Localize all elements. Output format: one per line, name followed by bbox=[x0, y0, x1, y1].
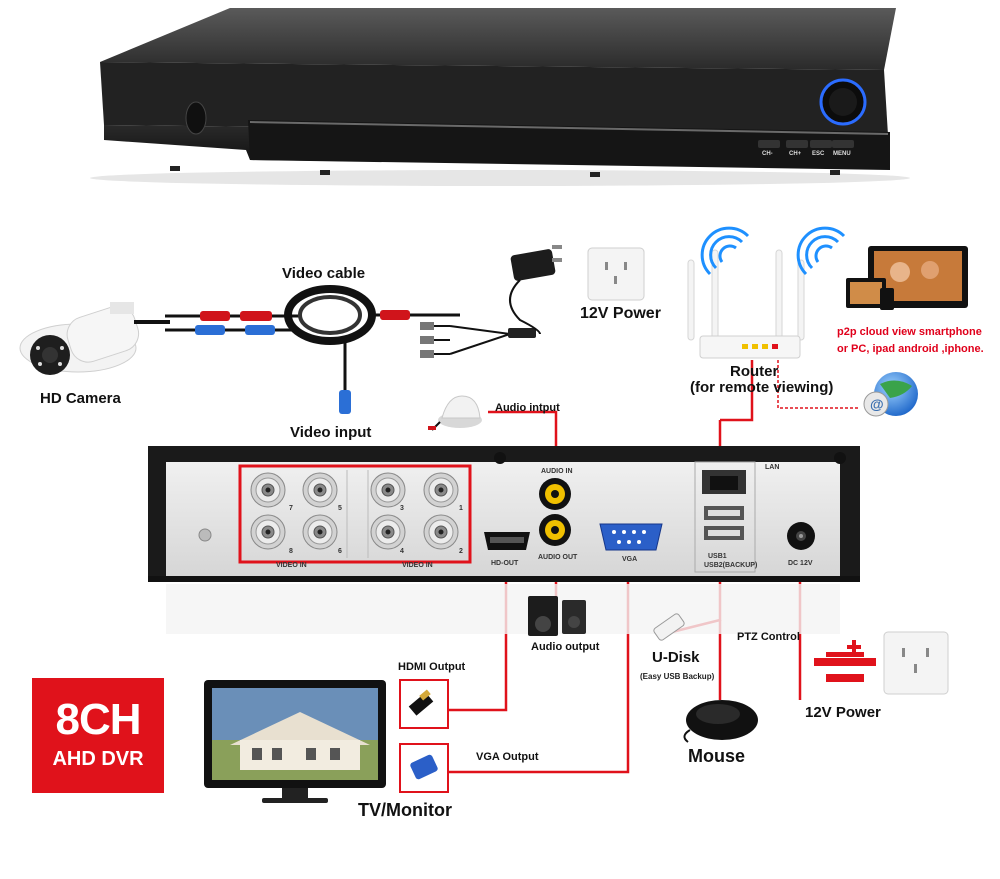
panel-video-in-left: VIDEO IN bbox=[276, 562, 307, 569]
audio-rca-ports bbox=[539, 478, 571, 546]
panel-usb2: USB2(BACKUP) bbox=[704, 562, 758, 569]
bnc-connector bbox=[423, 472, 459, 508]
panel-dc12v: DC 12V bbox=[788, 560, 813, 567]
label-video-input: Video input bbox=[290, 424, 372, 441]
badge-line1: 8CH bbox=[55, 695, 141, 744]
panel-ch-5: 5 bbox=[338, 505, 342, 512]
usb-disk bbox=[653, 613, 685, 641]
panel-video-in-right: VIDEO IN bbox=[402, 562, 433, 569]
wall-outlet-bottom bbox=[883, 631, 949, 695]
power-adapter bbox=[509, 245, 562, 335]
tv-monitor bbox=[204, 680, 386, 803]
front-button-esc: ESC bbox=[812, 151, 825, 157]
hdmi-port bbox=[484, 532, 530, 550]
dvr-front-unit bbox=[90, 8, 910, 186]
speakers bbox=[528, 596, 586, 636]
label-audio-input: Audio intput bbox=[495, 402, 560, 414]
label-mouse: Mouse bbox=[688, 746, 746, 766]
panel-ch-7: 7 bbox=[289, 505, 293, 512]
bnc-connector bbox=[302, 514, 338, 550]
label-video-cable: Video cable bbox=[282, 265, 366, 282]
vga-port bbox=[599, 523, 663, 551]
label-vga-output: VGA Output bbox=[476, 751, 539, 763]
label-udisk-sub: (Easy USB Backup) bbox=[640, 672, 715, 681]
bnc-connector bbox=[302, 472, 338, 508]
bnc-connector bbox=[423, 514, 459, 550]
label-p2p-line1: p2p cloud view smartphone bbox=[837, 326, 982, 338]
video-cable bbox=[165, 285, 536, 414]
bnc-connector bbox=[370, 472, 406, 508]
router bbox=[687, 226, 846, 359]
panel-ch-2: 2 bbox=[459, 548, 463, 555]
vga-cable bbox=[399, 743, 449, 793]
mouse bbox=[683, 700, 758, 743]
front-button-ch-plus: CH+ bbox=[789, 151, 802, 157]
front-button-menu: MENU bbox=[833, 151, 851, 157]
dc-power-jack bbox=[787, 522, 815, 550]
label-hdmi-output: HDMI Output bbox=[398, 661, 466, 673]
panel-usb1: USB1 bbox=[708, 553, 727, 560]
panel-ch-3: 3 bbox=[400, 505, 404, 512]
hd-camera bbox=[19, 302, 170, 375]
panel-ch-8: 8 bbox=[289, 548, 293, 555]
panel-vga: VGA bbox=[622, 556, 638, 563]
audio-input-mic bbox=[428, 395, 482, 431]
product-badge: 8CH AHD DVR bbox=[32, 678, 164, 793]
dvr-rear-panel bbox=[148, 446, 860, 634]
bnc-connectors bbox=[250, 472, 459, 550]
internet-globe: @ bbox=[863, 372, 918, 417]
panel-ch-6: 6 bbox=[338, 548, 342, 555]
panel-audio-out: AUDIO OUT bbox=[538, 554, 578, 561]
bnc-connector bbox=[370, 514, 406, 550]
panel-hd-out: HD-OUT bbox=[491, 560, 519, 567]
label-router: Router bbox=[730, 363, 779, 380]
bnc-connector bbox=[250, 514, 286, 550]
hdmi-cable bbox=[399, 679, 449, 729]
bnc-connector bbox=[250, 472, 286, 508]
label-p2p-line2: or PC, ipad android ,iphone. bbox=[837, 343, 984, 355]
label-12v-power-bottom: 12V Power bbox=[805, 704, 881, 721]
lan-usb-block bbox=[694, 461, 756, 573]
remote-devices bbox=[846, 246, 968, 310]
dc-power-symbol bbox=[814, 640, 876, 682]
svg-text:@: @ bbox=[870, 396, 884, 412]
panel-ch-4: 4 bbox=[400, 548, 404, 555]
wall-outlet-top bbox=[587, 247, 645, 301]
label-hd-camera: HD Camera bbox=[40, 390, 121, 407]
panel-ch-1: 1 bbox=[459, 505, 463, 512]
badge-line2: AHD DVR bbox=[52, 748, 144, 770]
label-12v-power-top: 12V Power bbox=[580, 305, 661, 322]
front-button-ch-minus: CH- bbox=[762, 151, 773, 157]
panel-lan: LAN bbox=[765, 464, 780, 471]
label-ptz-control: PTZ Control bbox=[737, 631, 800, 643]
label-router-sub: (for remote viewing) bbox=[690, 379, 834, 396]
label-tv-monitor: TV/Monitor bbox=[358, 800, 452, 820]
panel-audio-in: AUDIO IN bbox=[541, 468, 573, 475]
label-audio-output: Audio output bbox=[531, 641, 600, 653]
label-udisk: U-Disk bbox=[652, 649, 700, 666]
